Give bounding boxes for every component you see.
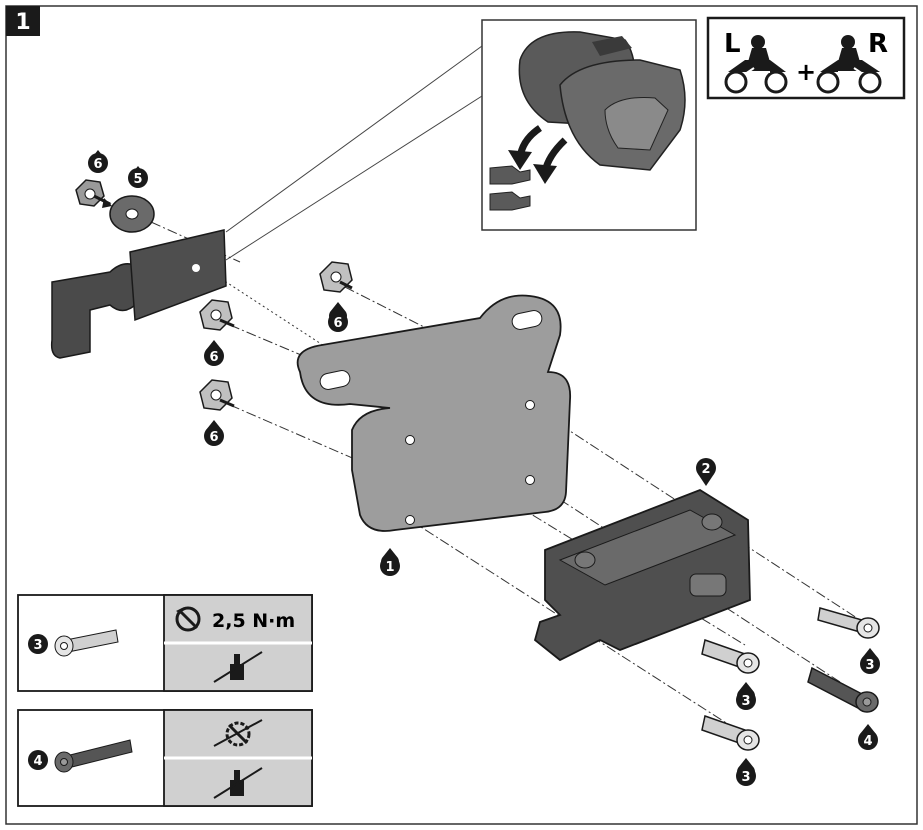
threadlock-crossed-icon [213,651,263,683]
washer-5 [109,195,155,233]
svg-text:3: 3 [865,658,874,673]
motorcycle-right-icon [816,35,882,94]
legend-4-number: 4 [33,754,42,769]
bolt-4 [807,666,879,713]
legend-row-3: 3 2,5 N·m [17,594,313,692]
left-side-label: L [724,29,741,59]
callout-6a: 6 [88,150,108,173]
svg-text:1: 1 [385,560,394,575]
inset-leader-bottom [225,95,483,261]
callout-4: 4 [858,724,878,750]
mounting-plate-1 [296,294,571,532]
short-bolt-icon [54,629,119,657]
svg-text:6: 6 [209,350,218,365]
outer-frame [5,5,918,825]
legend-3-number: 3 [33,638,42,653]
step-number-badge: 1 [6,6,40,36]
svg-text:6: 6 [333,316,342,331]
svg-text:6: 6 [209,430,218,445]
callouts: 6 5 6 6 6 1 2 3 3 3 4 [88,150,880,786]
side-badge: L R + [706,16,906,100]
bolt-3a [817,607,880,639]
callout-3c: 3 [736,758,756,786]
nut-6a [75,179,112,208]
svg-text:4: 4 [863,734,872,749]
svg-text:2: 2 [701,462,710,477]
plus-sign: + [796,58,816,86]
callout-5: 5 [128,166,148,188]
saddlebag-illustration [518,31,686,171]
callout-6d: 6 [204,420,224,446]
step-number: 1 [15,10,30,35]
buckle-clips-icon [489,165,531,211]
svg-text:3: 3 [741,694,750,709]
inset-detail [481,19,697,231]
motorcycle-left-icon [724,35,788,94]
long-bolt-icon [54,739,133,773]
detach-arrow-icon [508,125,568,184]
strap-bracket [50,229,227,359]
torque-value: 2,5 N·m [212,610,295,632]
svg-text:5: 5 [133,172,142,187]
nut-6d [199,379,235,411]
torque-wrench-icon [175,606,201,632]
callout-2: 2 [696,458,716,486]
callout-6c: 6 [204,340,224,366]
bolt-3b [701,639,760,674]
svg-text:3: 3 [741,770,750,785]
callout-3b: 3 [736,682,756,710]
bolt-3c [701,715,760,751]
svg-text:6: 6 [93,157,102,172]
inset-leader-top [225,45,483,233]
callout-6b: 6 [328,302,348,332]
callout-1: 1 [380,548,400,576]
nut-6c [199,299,235,331]
nut-6b [319,261,353,293]
right-side-label: R [868,29,888,59]
adapter-block-2 [533,488,751,662]
callout-3a: 3 [860,648,880,674]
no-torque-icon [213,719,263,747]
threadlock-crossed-icon [213,767,263,799]
legend-row-4: 4 [17,709,313,807]
